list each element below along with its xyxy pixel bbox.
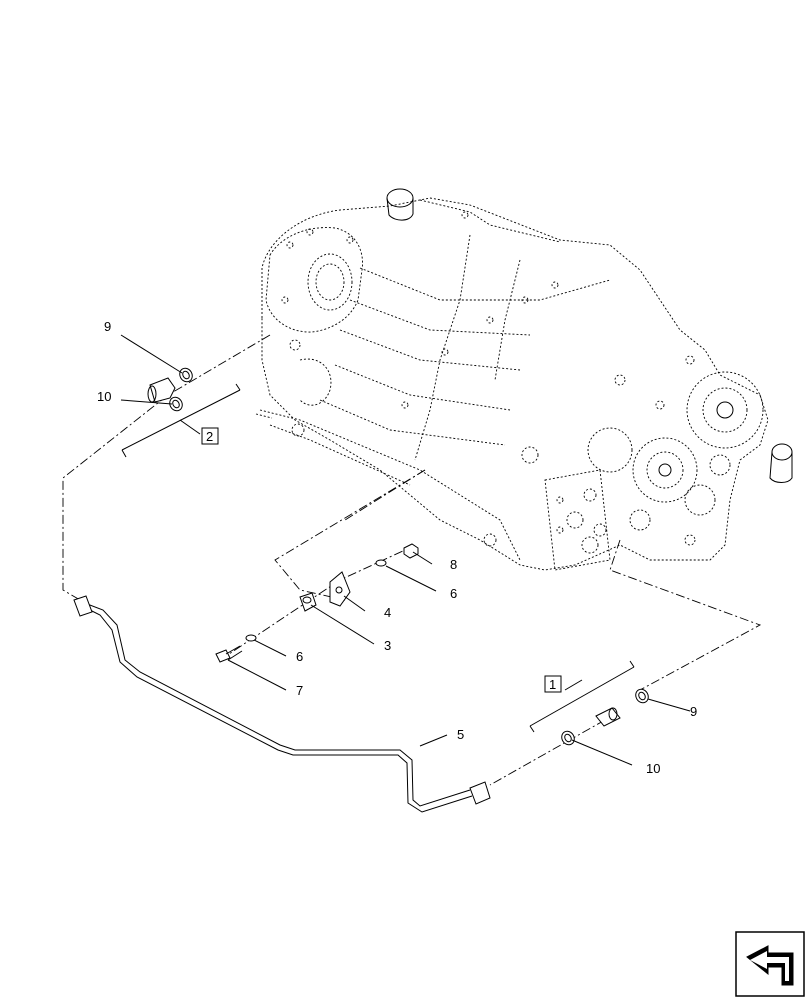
callout-box-2 (201, 427, 219, 445)
callout-6-lower: 6 (296, 649, 303, 664)
o-ring-lower (635, 688, 649, 704)
washer-upper (375, 559, 387, 567)
callout-9-lower: 9 (690, 704, 697, 719)
callout-9-upper: 9 (104, 319, 111, 334)
bolt (215, 645, 243, 663)
callout-5: 5 (457, 727, 464, 742)
transmission-housing (255, 188, 793, 571)
return-arrow-icon[interactable] (735, 931, 805, 997)
elbow-fitting-upper (147, 377, 183, 412)
callout-2: 2 (206, 429, 213, 444)
hydraulic-tube (73, 595, 491, 813)
washer-lower (245, 634, 257, 642)
callout-1: 1 (549, 677, 556, 692)
nut (403, 543, 419, 559)
tube-clip (299, 592, 317, 612)
callout-box-1 (544, 675, 562, 693)
callout-6-upper: 6 (450, 586, 457, 601)
kit-group-1 (529, 660, 635, 733)
leader-lines (120, 334, 691, 766)
callout-8: 8 (450, 557, 457, 572)
callout-10-upper: 10 (97, 389, 111, 404)
callout-7: 7 (296, 683, 303, 698)
callout-10-lower: 10 (646, 761, 660, 776)
straight-fitting-lower (561, 707, 621, 746)
o-ring-upper (179, 367, 193, 383)
kit-group-2 (121, 383, 241, 458)
callouts: 9 10 2 8 6 4 3 6 7 5 1 9 10 (97, 319, 697, 776)
callout-4: 4 (384, 605, 391, 620)
clamp-bracket (329, 571, 351, 607)
callout-3: 3 (384, 638, 391, 653)
